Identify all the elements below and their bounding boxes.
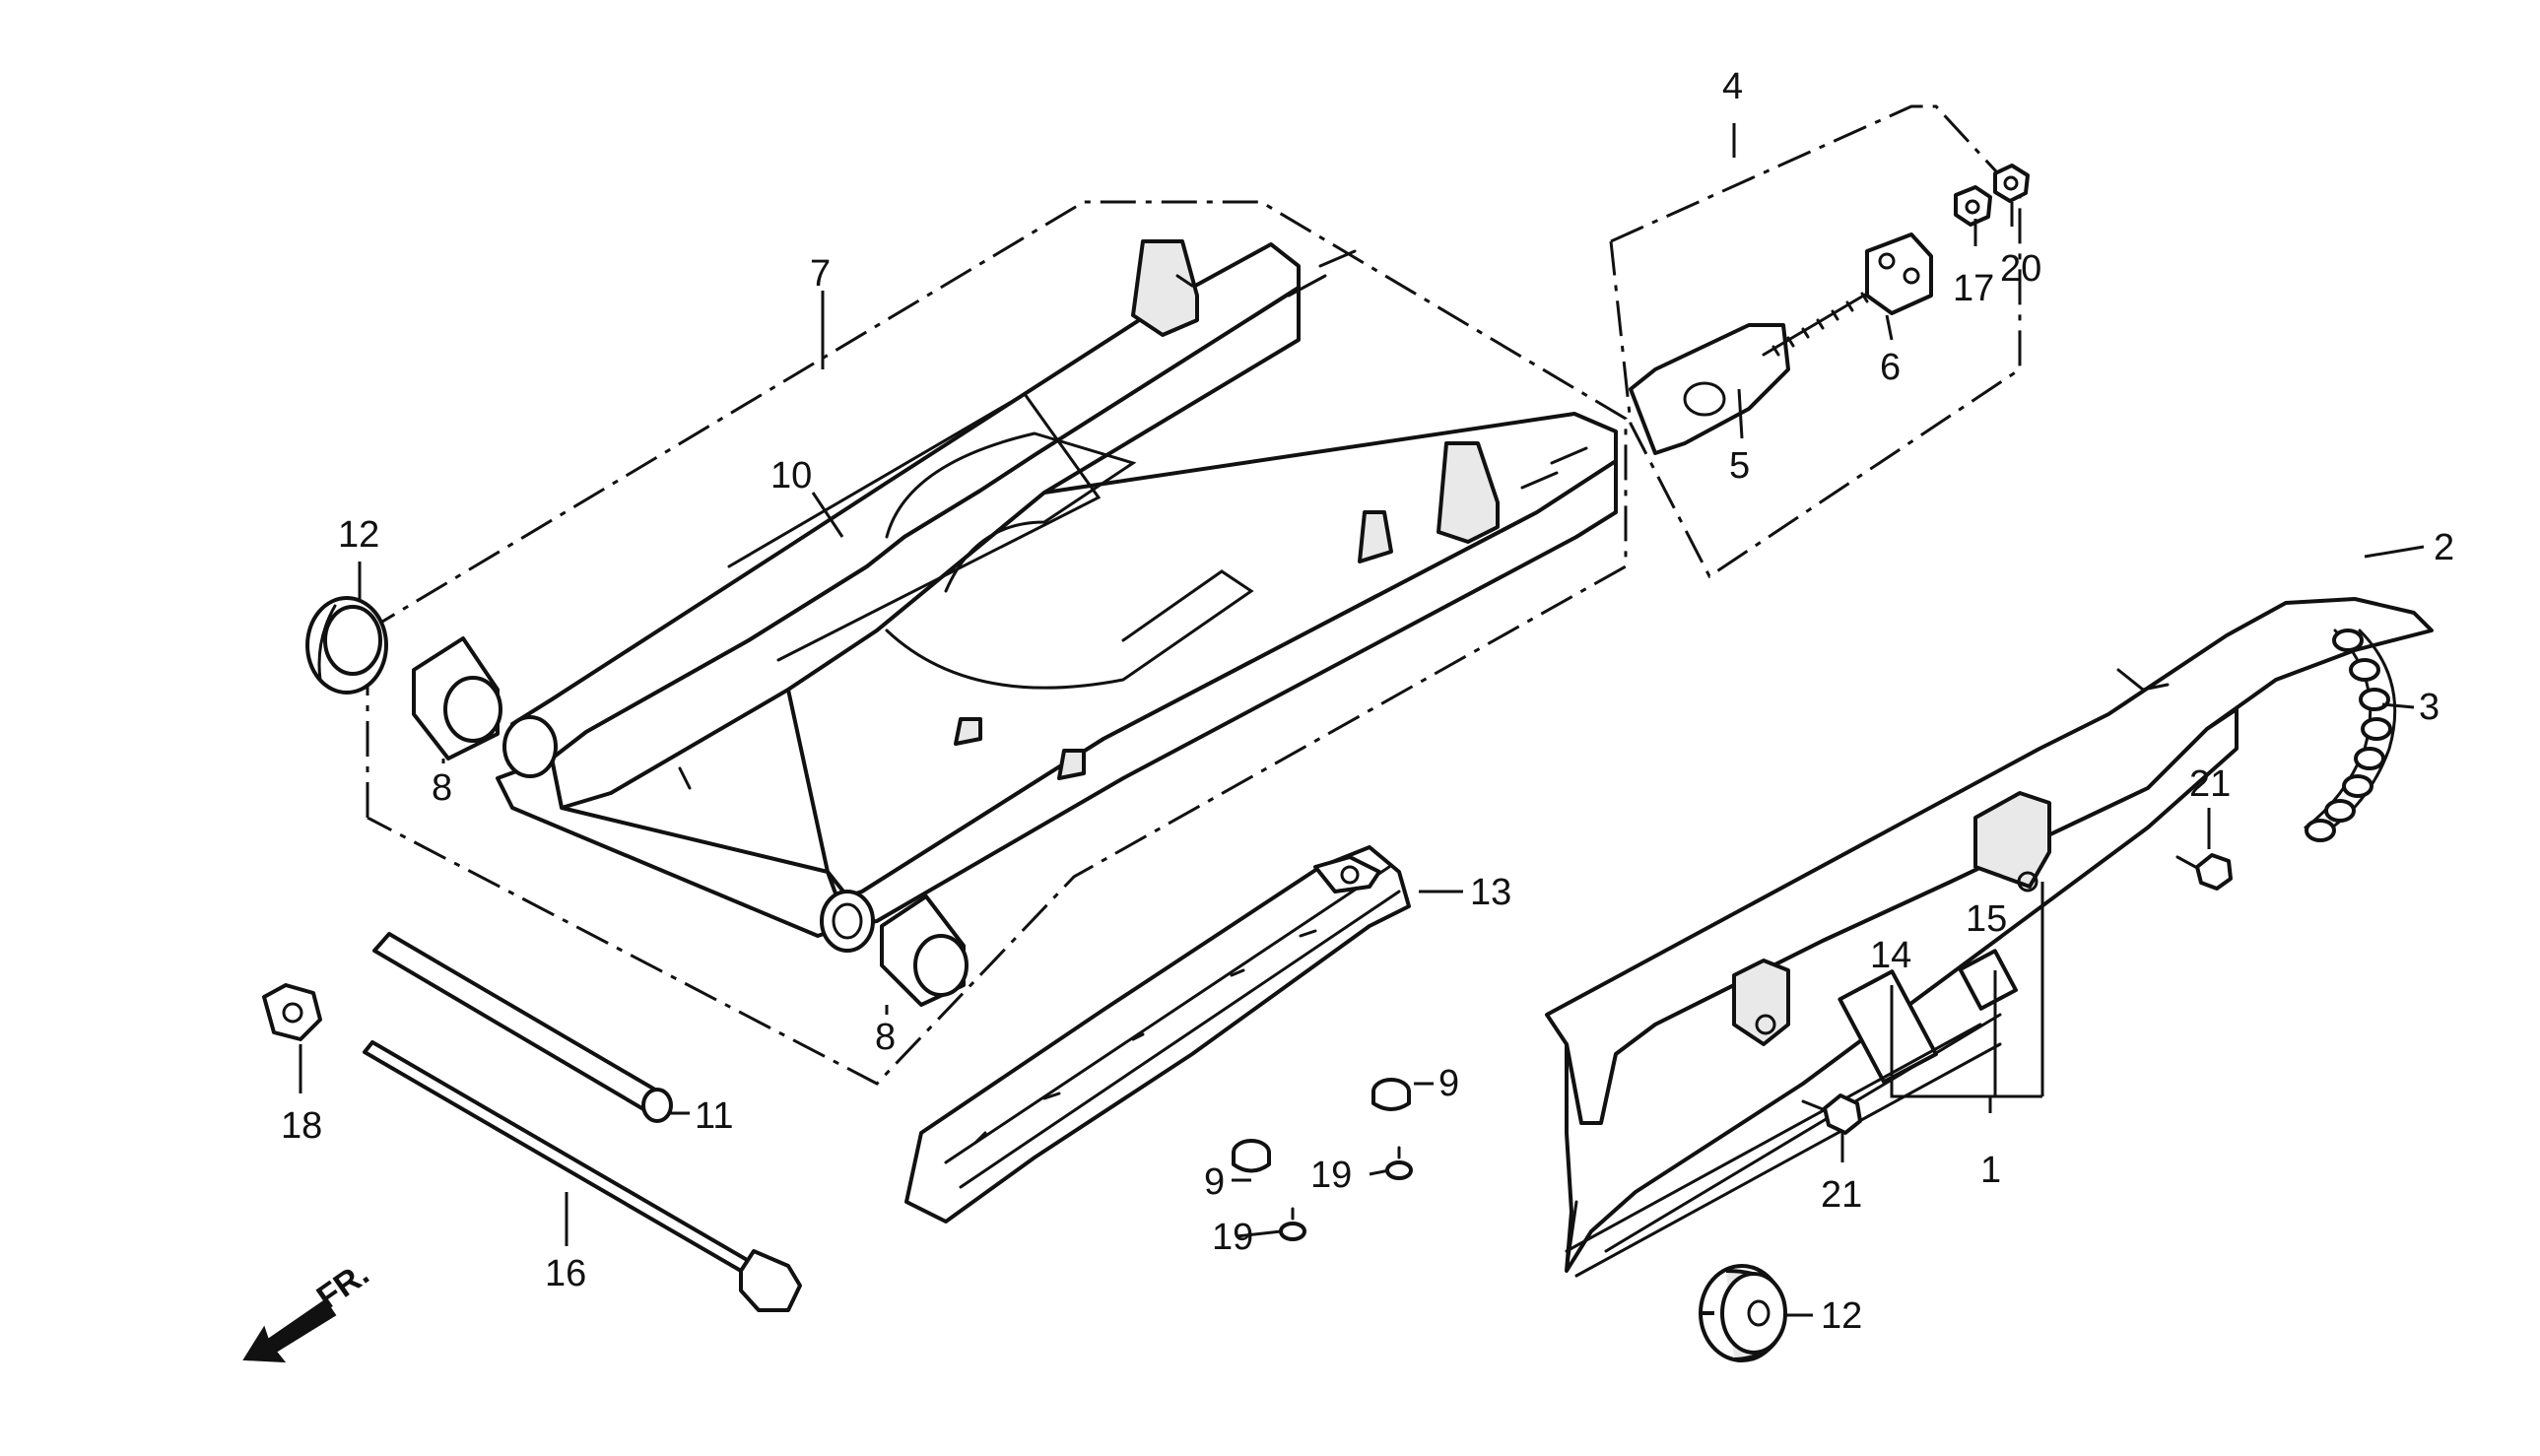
- callout-17: 17: [1953, 268, 1994, 309]
- callout-1: 1: [1980, 1150, 2001, 1191]
- callout-9-upper: 9: [1438, 1063, 1459, 1104]
- callout-16: 16: [545, 1253, 586, 1294]
- screw-19-lower: [1279, 1207, 1306, 1241]
- nut-20: [1993, 164, 2030, 203]
- bolt-21-upper: [2175, 853, 2233, 891]
- callout-14: 14: [1870, 935, 1911, 976]
- callout-4: 4: [1722, 66, 1743, 107]
- chain-case-lower-edge: [1565, 1023, 2002, 1278]
- front-direction-indicator: FR.: [242, 1255, 375, 1363]
- callout-19-lower: 19: [1212, 1217, 1253, 1258]
- screw-19-upper: [1385, 1146, 1413, 1180]
- callout-11: 11: [695, 1095, 733, 1137]
- collar-9-upper: [1371, 1078, 1411, 1111]
- callout-15: 15: [1966, 898, 2007, 940]
- callout-12-right: 12: [1821, 1295, 1862, 1337]
- callout-5: 5: [1729, 445, 1750, 487]
- bushing-left: [412, 636, 502, 761]
- pivot-sleeve: [372, 932, 673, 1123]
- callout-6: 6: [1880, 347, 1901, 388]
- chain-adjuster-assembly: [1629, 232, 1933, 455]
- callout-numbers: 4 5 6 17 20 7 10 12 8 8 11 16 18 13 9 9 …: [281, 66, 2454, 1337]
- pivot-bolt: [363, 1040, 802, 1312]
- nut-17: [1954, 185, 1992, 227]
- callout-8-right: 8: [875, 1017, 896, 1058]
- swingarm-group-outline: [366, 200, 1628, 1086]
- collar-9-lower: [1232, 1139, 1271, 1173]
- chain-slider: [904, 845, 1411, 1224]
- callout-10: 10: [770, 455, 812, 496]
- pivot-nut: [262, 983, 322, 1041]
- callout-7: 7: [810, 253, 831, 295]
- callout-12-left: 12: [338, 514, 379, 556]
- bolt-21-lower: [1801, 1093, 1862, 1135]
- callout-13: 13: [1470, 872, 1511, 913]
- callout-9-lower: 9: [1204, 1161, 1225, 1203]
- leader-lines: [299, 123, 2425, 1317]
- dust-seal-left: [305, 596, 388, 695]
- drive-chain: [2304, 629, 2397, 842]
- adjuster-group-outline: [1609, 104, 2022, 579]
- callout-8-left: 8: [432, 767, 452, 809]
- callout-21-upper: 21: [2189, 763, 2231, 805]
- callout-21-lower: 21: [1821, 1174, 1862, 1216]
- callout-19-upper: 19: [1310, 1155, 1352, 1196]
- callout-18: 18: [281, 1105, 322, 1147]
- swingarm: [496, 239, 1618, 953]
- chain-case: [1545, 597, 2434, 1273]
- collar-12-right: [1699, 1264, 1787, 1362]
- callout-20: 20: [2000, 248, 2041, 290]
- callout-3: 3: [2419, 687, 2440, 728]
- front-arrow-icon: [242, 1298, 337, 1363]
- bushing-right: [880, 894, 969, 1007]
- callout-2: 2: [2434, 527, 2454, 568]
